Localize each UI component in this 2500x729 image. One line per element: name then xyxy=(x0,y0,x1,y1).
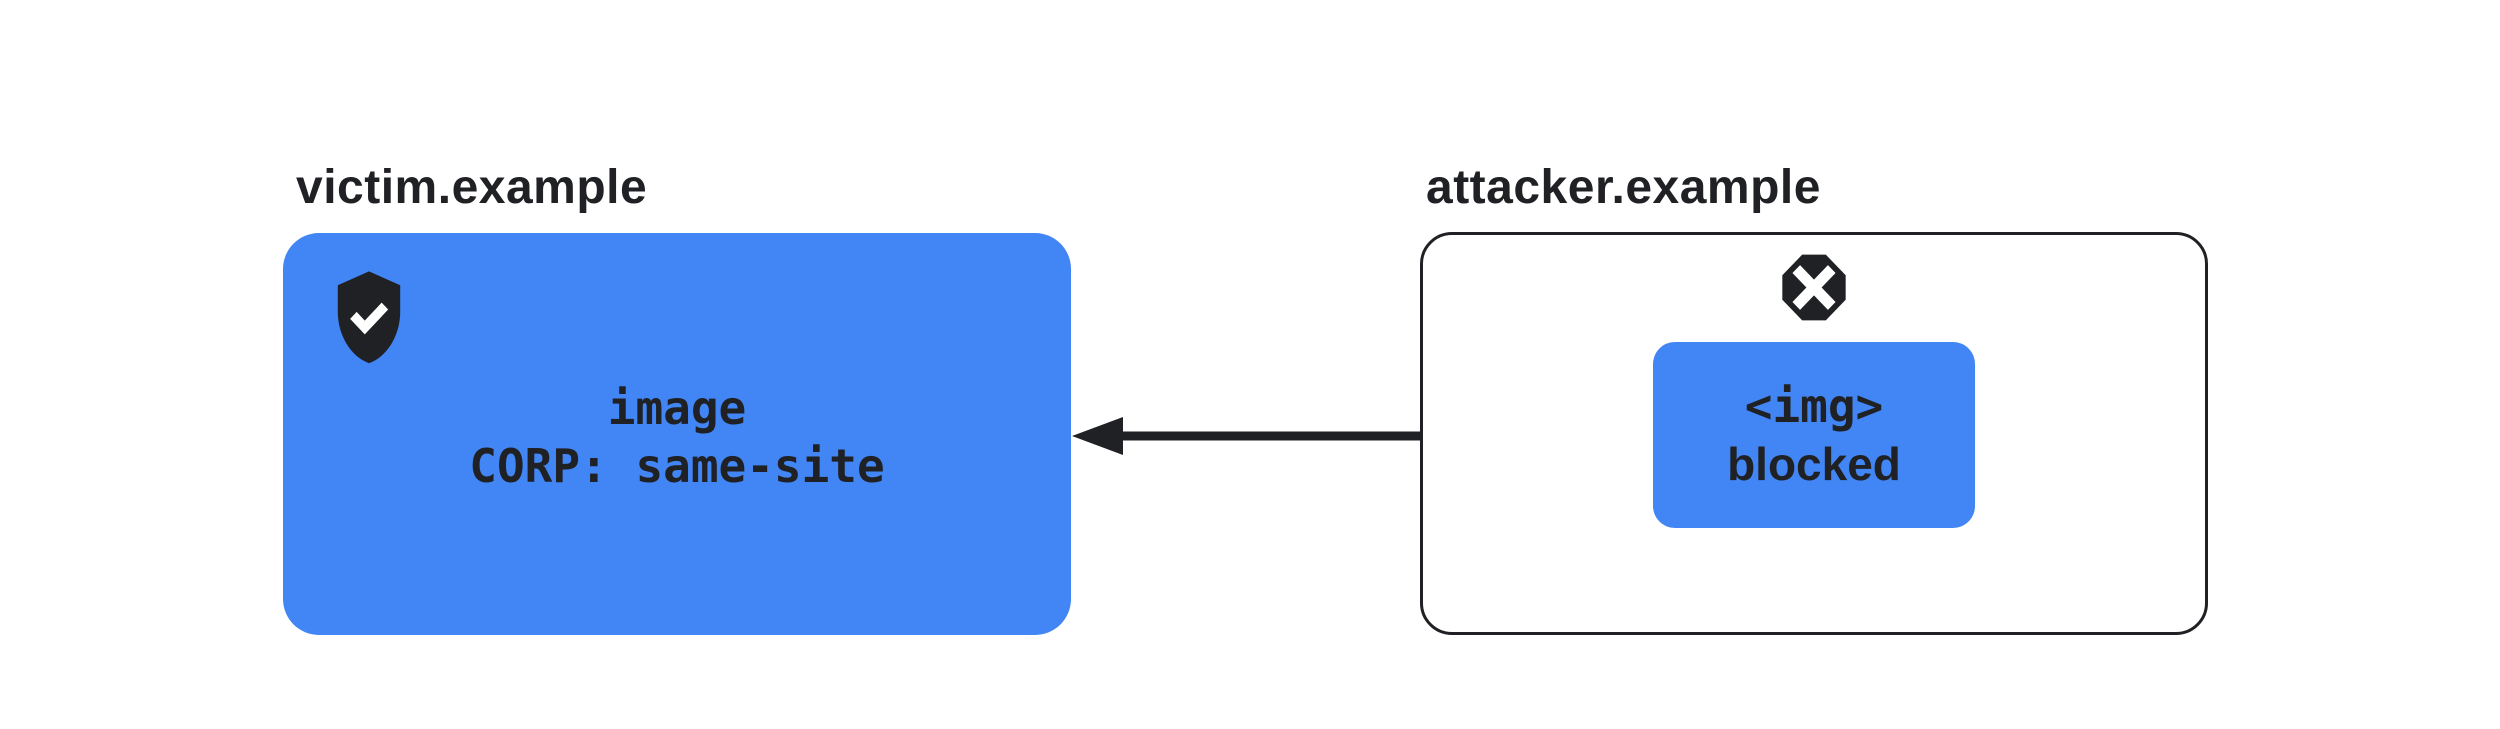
arrow-head xyxy=(1072,417,1123,455)
attacker-origin-box: <img> blocked xyxy=(1420,232,2208,635)
blocked-status-line: blocked xyxy=(1727,438,1901,490)
blocked-x-octagon-icon xyxy=(1776,248,1852,327)
corp-policy-line: CORP: same-site xyxy=(469,439,885,493)
victim-resource-box: image CORP: same-site xyxy=(283,233,1071,635)
resource-type-line: image xyxy=(607,381,747,435)
img-tag-line: <img> xyxy=(1744,379,1884,433)
arrow-shaft xyxy=(1119,431,1653,441)
victim-resource-text: image CORP: same-site xyxy=(283,233,1071,635)
attacker-domain-label: attacker.example xyxy=(1426,161,1821,214)
shield-check-icon xyxy=(330,270,408,367)
victim-domain-label: victim.example xyxy=(296,161,648,214)
blocked-request-arrow xyxy=(1072,417,1653,455)
img-request-box: <img> blocked xyxy=(1653,342,1975,528)
